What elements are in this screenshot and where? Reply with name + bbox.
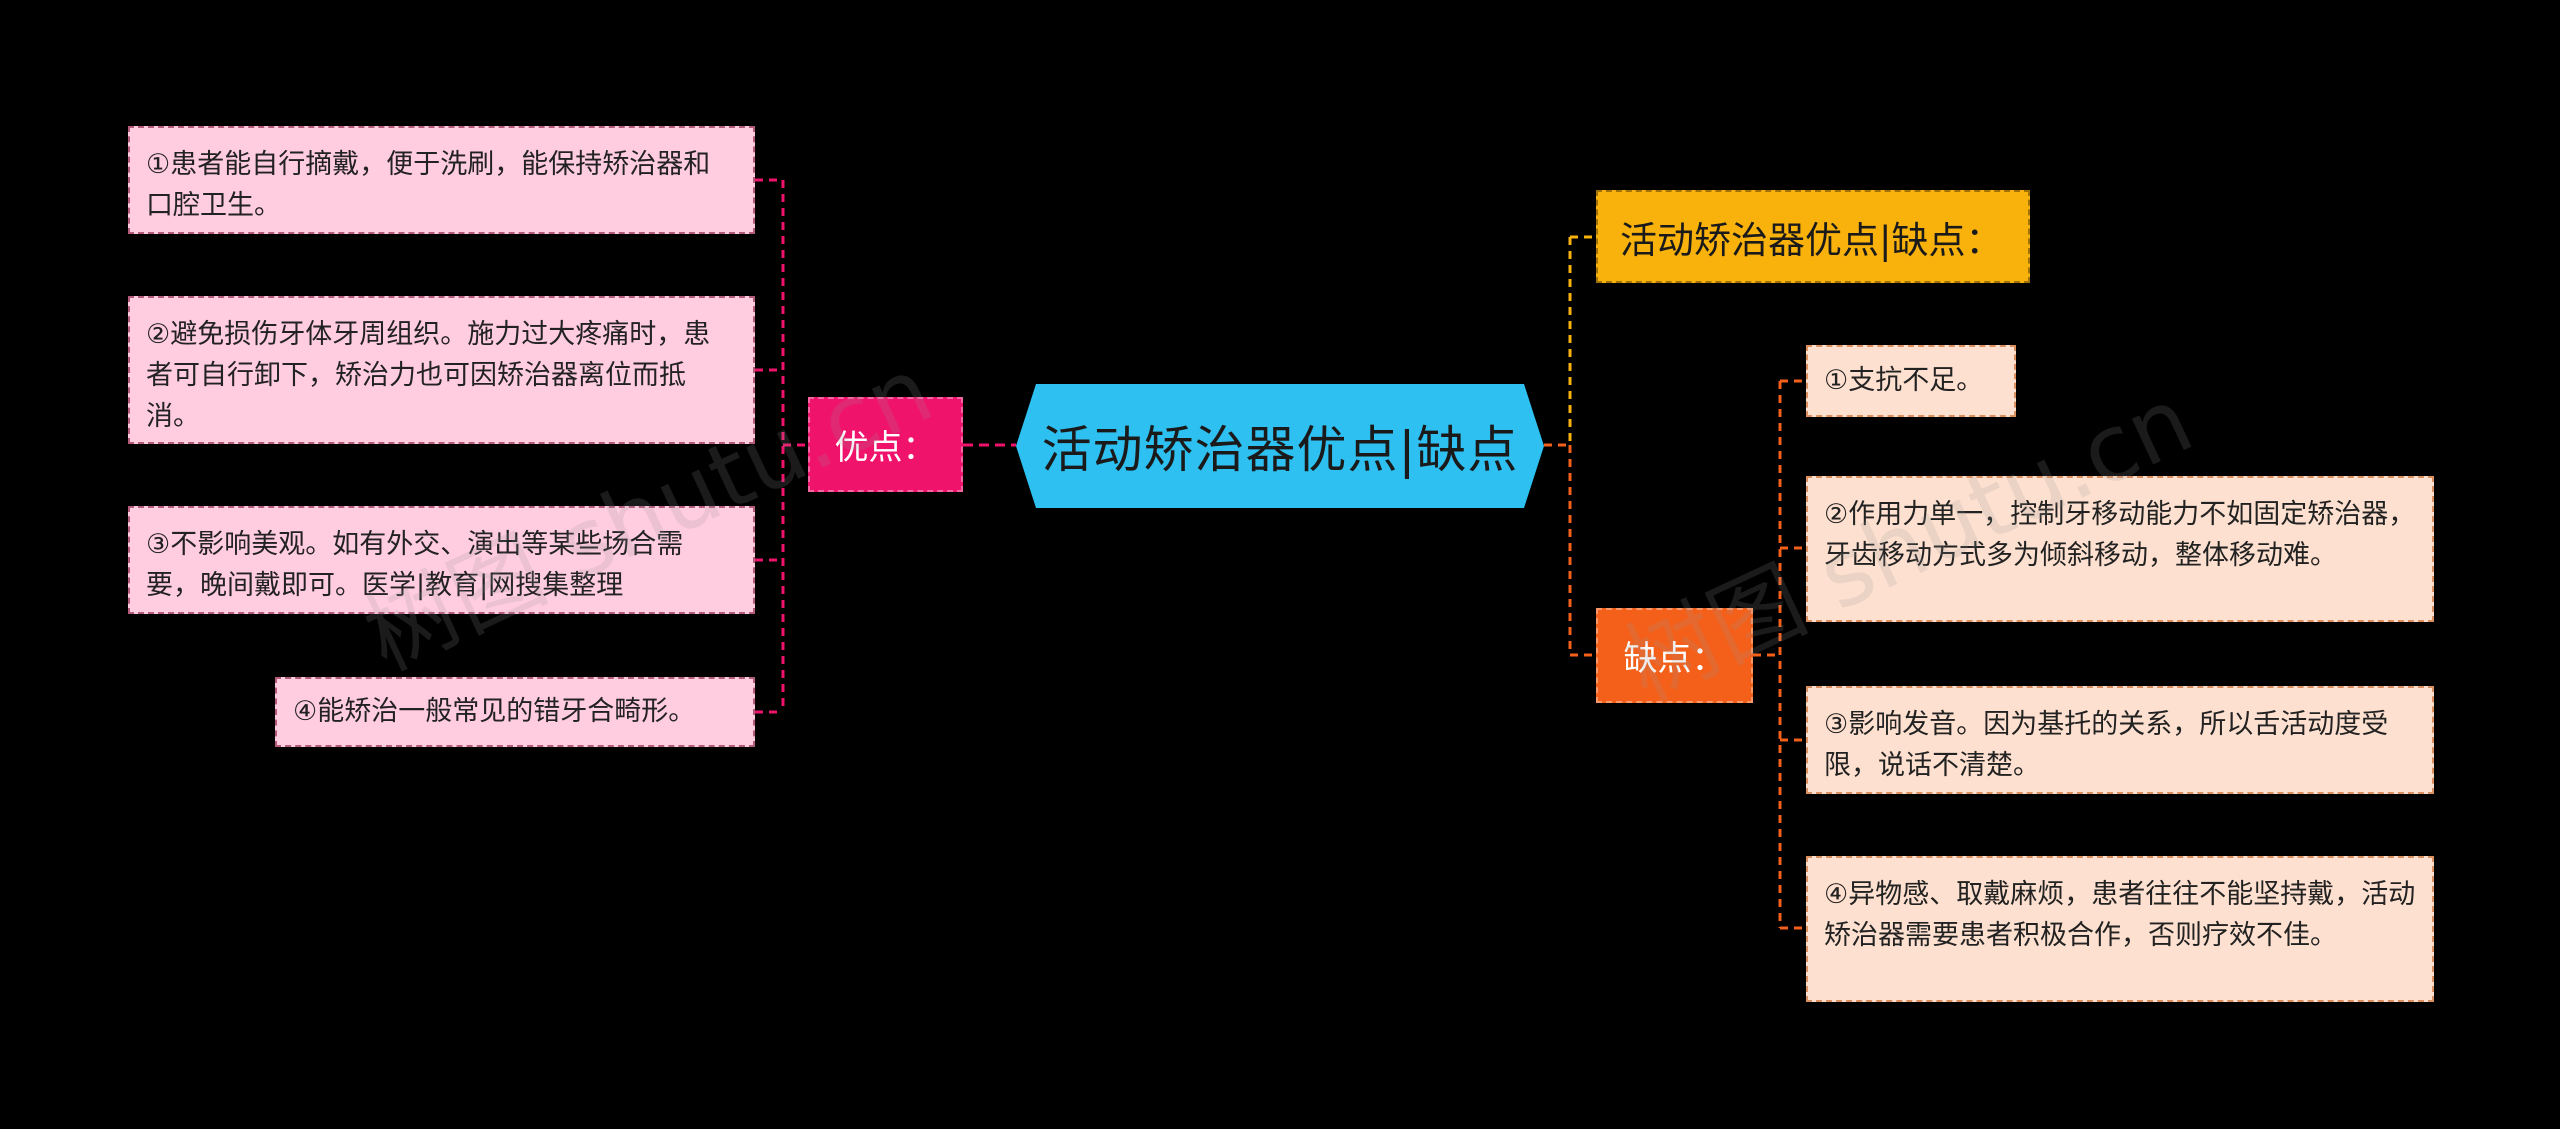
pro-item-3[interactable]: ③不影响美观。如有外交、演出等某些场合需要，晚间戴即可。医学|教育|网搜集整理 [128,506,755,614]
pro-item-4[interactable]: ④能矫治一般常见的错牙合畸形。 [275,677,755,747]
pro-item-2-text: ②避免损伤牙体牙周组织。施力过大疼痛时，患者可自行卸下，矫治力也可因矫治器离位而… [146,319,711,432]
pro-item-2[interactable]: ②避免损伤牙体牙周组织。施力过大疼痛时，患者可自行卸下，矫治力也可因矫治器离位而… [128,296,755,444]
cons-branch-label: 缺点： [1623,639,1726,679]
pros-branch-label: 优点： [834,428,937,468]
pro-item-1-text: ①患者能自行摘戴，便于洗刷，能保持矫治器和口腔卫生。 [146,149,711,221]
pro-item-4-text: ④能矫治一般常见的错牙合畸形。 [293,696,696,727]
header-label-node[interactable]: 活动矫治器优点|缺点： [1596,190,2030,283]
con-item-3-text: ③影响发音。因为基托的关系，所以舌活动度受限，说话不清楚。 [1824,709,2389,781]
central-topic-label: 活动矫治器优点|缺点 [1041,421,1519,479]
header-label-text: 活动矫治器优点|缺点： [1620,218,2003,262]
pros-branch[interactable]: 优点： [808,397,963,492]
con-item-1-text: ①支抗不足。 [1824,365,1984,396]
con-item-4[interactable]: ④异物感、取戴麻烦，患者往往不能坚持戴，活动矫治器需要患者积极合作，否则疗效不佳… [1806,856,2434,1002]
pro-item-1[interactable]: ①患者能自行摘戴，便于洗刷，能保持矫治器和口腔卫生。 [128,126,755,234]
con-item-2[interactable]: ②作用力单一，控制牙移动能力不如固定矫治器，牙齿移动方式多为倾斜移动，整体移动难… [1806,476,2434,622]
con-item-2-text: ②作用力单一，控制牙移动能力不如固定矫治器，牙齿移动方式多为倾斜移动，整体移动难… [1824,499,2416,571]
con-item-3[interactable]: ③影响发音。因为基托的关系，所以舌活动度受限，说话不清楚。 [1806,686,2434,794]
con-item-1[interactable]: ①支抗不足。 [1806,345,2016,417]
cons-branch[interactable]: 缺点： [1596,608,1753,703]
pro-item-3-text: ③不影响美观。如有外交、演出等某些场合需要，晚间戴即可。医学|教育|网搜集整理 [146,529,684,601]
con-item-4-text: ④异物感、取戴麻烦，患者往往不能坚持戴，活动矫治器需要患者积极合作，否则疗效不佳… [1824,879,2416,951]
central-topic[interactable]: 活动矫治器优点|缺点 [1016,384,1544,508]
